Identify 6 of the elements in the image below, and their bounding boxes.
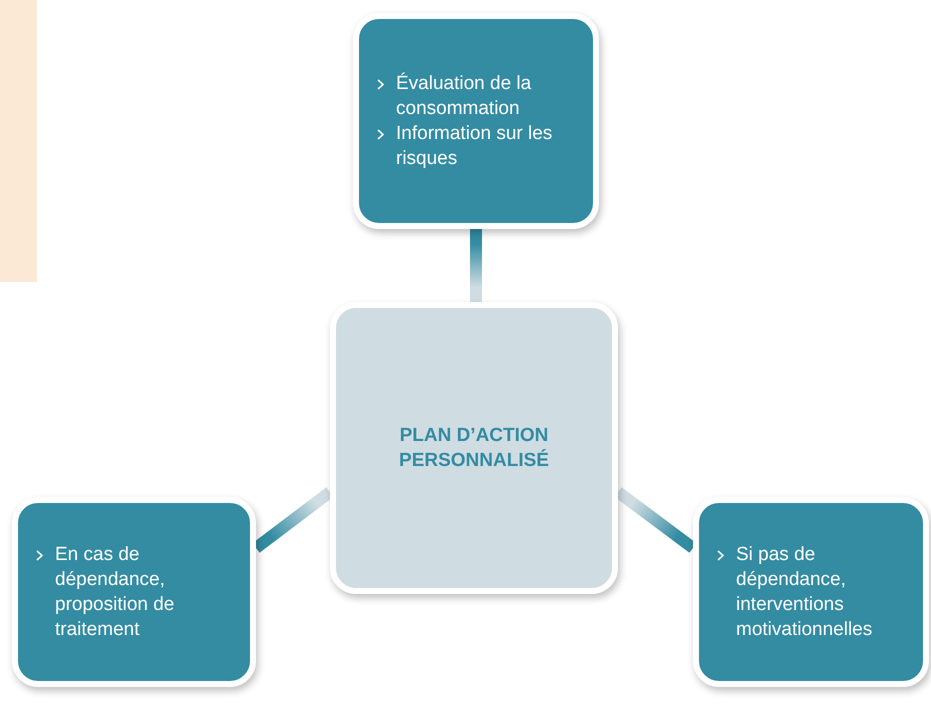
center-title: PLAN D’ACTION PERSONNALISÉ (398, 424, 550, 473)
bullet-text: Si pas de dépendance, interventions motivationnelles (736, 543, 874, 642)
connector (470, 229, 482, 302)
bullet-text: En cas de dépendance, proposition de traitement (55, 543, 176, 642)
bullet-text: Information sur les risques (396, 122, 554, 171)
bullet-text: Évaluation de la consommation (396, 72, 532, 121)
